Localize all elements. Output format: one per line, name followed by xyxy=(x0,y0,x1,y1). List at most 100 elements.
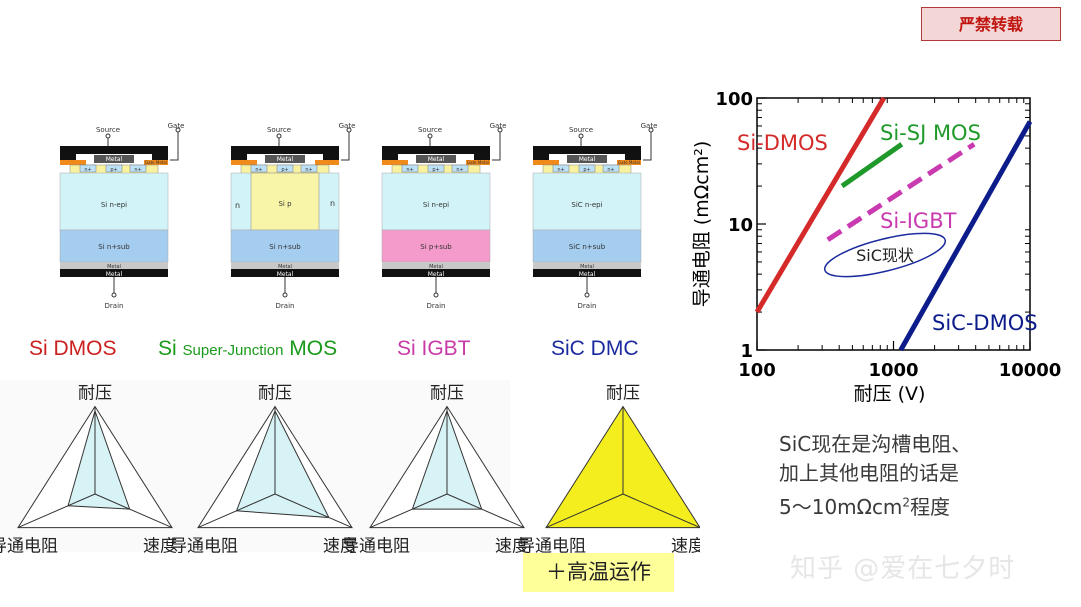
top-metal xyxy=(382,146,490,160)
drain-terminal xyxy=(282,292,288,298)
label-si-sj-mos: Si Super-Junction MOS xyxy=(158,337,337,361)
metal-label: Metal xyxy=(277,156,294,163)
radar-axis-resistance: 导通电阻 xyxy=(518,537,586,555)
gate-left xyxy=(231,160,257,165)
series-line-si-sj-mos xyxy=(840,142,904,189)
gate-left xyxy=(533,160,559,165)
drain-terminal xyxy=(433,292,439,298)
bottom-metal-label: Metal xyxy=(429,264,443,270)
radar-spoke xyxy=(274,493,353,529)
no-reprint-badge: 严禁转载 xyxy=(921,7,1061,41)
series-label-si-dmos: Si-DMOS xyxy=(737,131,828,155)
series-label-sic-dmos: SiC-DMOS xyxy=(932,311,1038,335)
epi-label: Si n-epi xyxy=(423,201,449,209)
source-label: Source xyxy=(418,126,442,134)
n-left-label: n xyxy=(235,201,240,210)
radar-axis-resistance: 导通电阻 xyxy=(170,537,238,555)
substrate-label: SiC n+sub xyxy=(569,243,606,251)
n-pocket xyxy=(602,164,620,173)
p-pocket xyxy=(578,164,596,173)
drain-metal xyxy=(382,269,490,277)
x-tick-label: 1000 xyxy=(868,360,918,381)
sic-status-ellipse xyxy=(823,232,947,278)
gate-terminal xyxy=(346,127,352,133)
drain-metal xyxy=(60,269,168,277)
radar-axis-voltage: 耐压 xyxy=(606,384,640,404)
radar-spoke xyxy=(446,493,525,529)
radar-axis-speed: 速度 xyxy=(671,537,700,555)
n-pocket-label: n+ xyxy=(255,167,262,173)
gate-right xyxy=(617,160,641,165)
radar-spoke xyxy=(94,493,173,529)
gate-lead xyxy=(170,132,179,161)
radar-axis-voltage: 耐压 xyxy=(78,384,112,404)
radar-value-area xyxy=(235,409,330,519)
drain-metal-label: Metal xyxy=(428,271,445,278)
p-pocket xyxy=(427,164,445,173)
gate-metal-label: Gate Metal xyxy=(618,160,640,165)
p-pocket-label: p+ xyxy=(583,167,590,173)
bottom-metal-label: Metal xyxy=(278,264,292,270)
gate-terminal xyxy=(648,127,654,133)
source-terminal xyxy=(578,133,584,139)
radar-axis-resistance: 导通电阻 xyxy=(342,537,410,555)
radar-axis-speed: 速度 xyxy=(495,537,529,555)
n-right-label: n xyxy=(330,199,335,208)
label-sic-dmos: SiC DMC xyxy=(551,337,639,360)
drain-metal xyxy=(533,269,641,277)
n-pocket-label: n+ xyxy=(84,167,91,173)
bottom-metal-grey xyxy=(231,262,339,269)
metal-label: Metal xyxy=(579,156,596,163)
radar-spoke xyxy=(197,493,276,529)
zhihu-watermark: 知乎 @爱在七夕时 xyxy=(790,554,1016,584)
gate-left xyxy=(60,160,86,165)
bottom-metal-label: Metal xyxy=(107,264,121,270)
epi-layer xyxy=(59,172,169,231)
source-metal xyxy=(265,155,305,163)
drain-label: Drain xyxy=(578,302,597,310)
source-terminal xyxy=(105,133,111,139)
drain-terminal xyxy=(584,292,590,298)
p-pocket-label: p+ xyxy=(110,167,117,173)
radar-axis-voltage: 耐压 xyxy=(258,384,292,404)
p-pillar xyxy=(250,172,320,231)
sic-status-label: SiC现状 xyxy=(856,246,914,265)
substrate-layer xyxy=(59,229,169,263)
source-metal xyxy=(416,155,456,163)
radar-spoke xyxy=(622,493,700,529)
n-pocket-label: n+ xyxy=(305,167,312,173)
radar-spoke xyxy=(545,493,624,529)
x-axis-label: 耐压 (V) xyxy=(854,383,926,405)
metal-label: Metal xyxy=(428,156,445,163)
source-metal xyxy=(567,155,607,163)
gate-terminal xyxy=(175,127,181,133)
substrate-layer xyxy=(381,229,491,263)
source-label: Source xyxy=(96,126,120,134)
note-line-2: 加上其他电阻的话是 xyxy=(779,461,959,485)
y-tick-label: 10 xyxy=(728,215,753,236)
series-line-si-dmos xyxy=(754,96,887,314)
gate-lead xyxy=(492,132,501,161)
note-line-1: SiC现在是沟槽电阻、 xyxy=(779,432,972,456)
substrate-label: Si n+sub xyxy=(98,243,130,251)
gate-label: Gate xyxy=(168,122,185,130)
drain-label: Drain xyxy=(105,302,124,310)
y-tick-label: 100 xyxy=(715,89,753,110)
x-tick-label: 10000 xyxy=(999,360,1062,381)
radar-axis-speed: 速度 xyxy=(143,537,177,555)
radar-axis-voltage: 耐压 xyxy=(430,384,464,404)
n-pocket xyxy=(79,164,97,173)
radar-axis-resistance: 导通电阻 xyxy=(0,537,58,555)
series-label-si-igbt: Si-IGBT xyxy=(880,209,957,233)
n-pocket-label: n+ xyxy=(456,167,463,173)
n-pocket-label: n+ xyxy=(134,167,141,173)
drain-label: Drain xyxy=(276,302,295,310)
plot-frame xyxy=(756,97,1031,351)
n-pocket xyxy=(129,164,147,173)
substrate-label: Si p+sub xyxy=(420,243,452,251)
